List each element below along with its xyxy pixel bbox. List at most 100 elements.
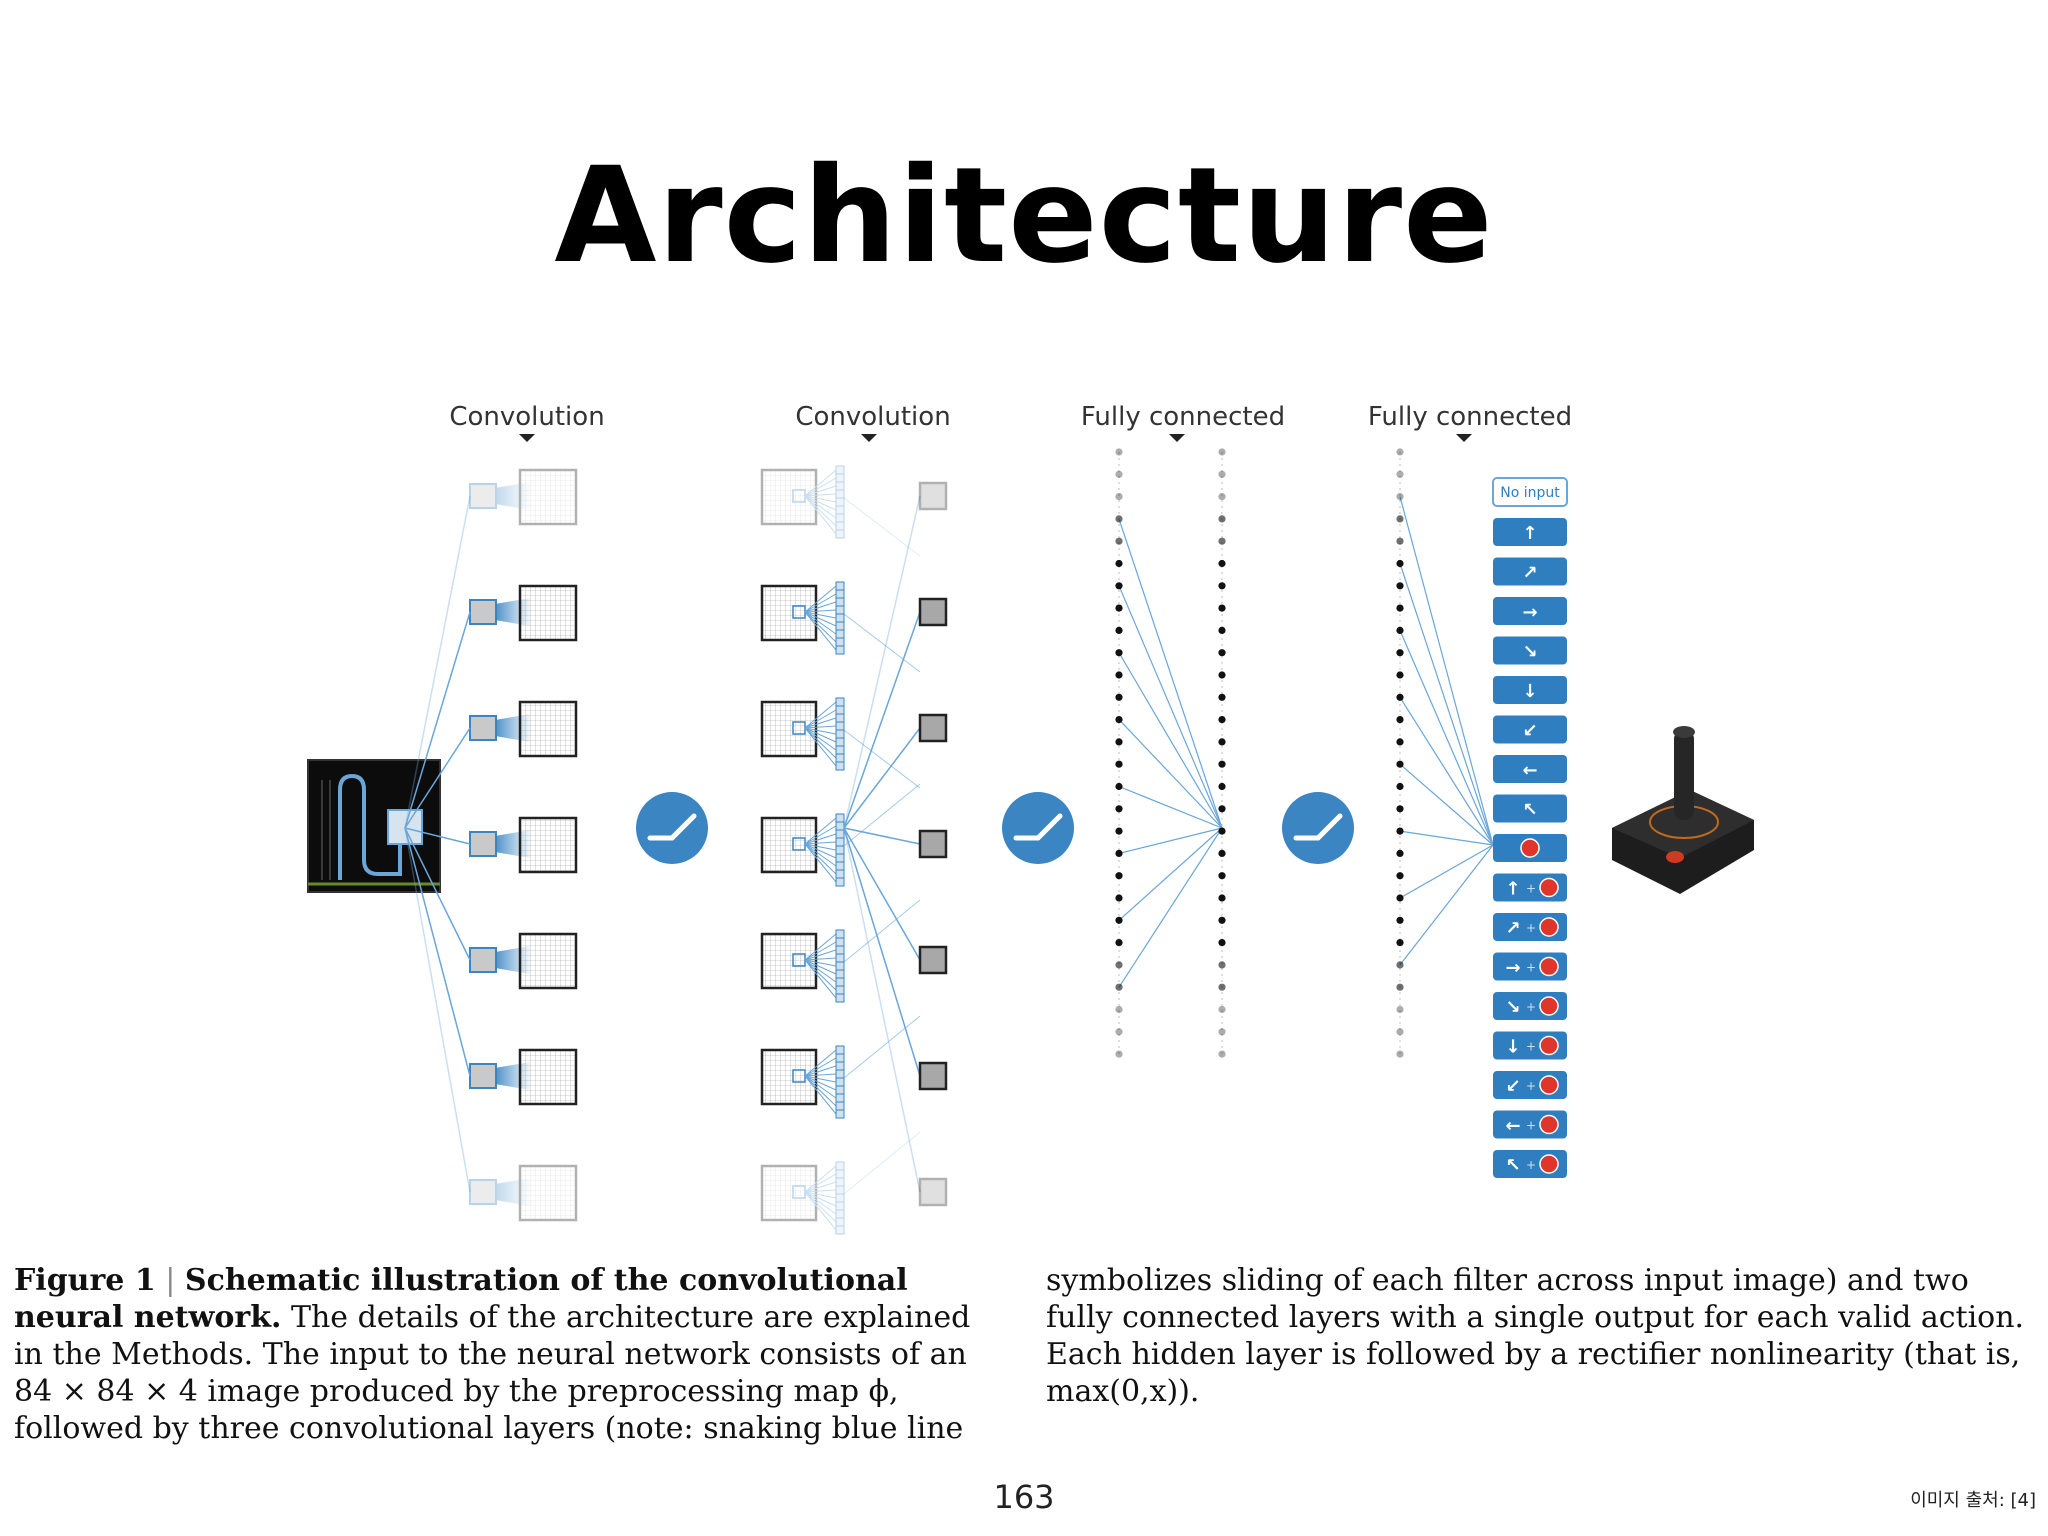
connection-line [804, 841, 837, 845]
unit-square [835, 1217, 845, 1227]
connection-line [804, 611, 837, 619]
connection-line [804, 495, 837, 511]
filter-square [469, 831, 497, 857]
feature-map [760, 584, 818, 642]
relu-icon [1002, 792, 1074, 864]
connection-line [804, 817, 837, 845]
filter-square [469, 1179, 497, 1205]
output-button [1493, 676, 1567, 704]
unit-square [835, 1045, 845, 1055]
fully-connected-connections [1118, 496, 1494, 988]
neuron [1218, 626, 1226, 634]
connection-line [1118, 785, 1223, 829]
unit-square [835, 1109, 845, 1119]
output-action-move-fire: →+ [1493, 952, 1567, 981]
label-pointers [519, 434, 1472, 442]
fire-button-icon [1539, 917, 1559, 937]
unit-square [835, 853, 845, 863]
neuron [1396, 671, 1404, 679]
output-action [1493, 834, 1567, 862]
filter-square [792, 489, 806, 503]
connection-line [804, 1191, 837, 1207]
caption-heading: Schematic illustration of the convolutio… [14, 1263, 908, 1335]
output-no-input-label: No input [1500, 485, 1560, 501]
connection-line [804, 611, 837, 635]
connection-line [804, 485, 837, 497]
feature-map [518, 1164, 578, 1222]
neuron [1115, 782, 1123, 791]
output-action-move-fire: ↓+ [1493, 1031, 1567, 1060]
network-diagram: Convolution Convolution Fully connected … [307, 402, 1754, 1235]
connection-line [804, 843, 837, 867]
caption-figure-number: Figure 1 [14, 1263, 156, 1298]
unit-square [835, 605, 845, 615]
unit-square [835, 969, 845, 979]
layer-label-fc1: Fully connected [1081, 402, 1285, 432]
connection-line [804, 727, 837, 735]
connection-line [804, 949, 837, 961]
arrow-icon: ↙ [1505, 1076, 1520, 1097]
arrow-icon: ↖ [1522, 800, 1537, 821]
unit-square [835, 937, 845, 947]
neuron [1396, 805, 1404, 813]
arrow-icon: → [1522, 602, 1537, 623]
neuron [1396, 872, 1404, 880]
input-game-frame [307, 759, 441, 893]
slide-title: Architecture [554, 139, 1494, 293]
conv2-row [760, 581, 845, 655]
neuron [1396, 738, 1404, 746]
connection-line [804, 959, 837, 991]
connection-line [1399, 763, 1494, 846]
conv1-row [469, 1048, 578, 1106]
neuron [1115, 448, 1123, 456]
connection-line [843, 827, 921, 1077]
neuron [1115, 760, 1123, 768]
conv1-row [469, 816, 578, 874]
output-button [1493, 597, 1567, 625]
conv1-row [469, 932, 578, 990]
unit-square [835, 1201, 845, 1211]
connection-line [804, 477, 837, 497]
connection-line [804, 1189, 837, 1193]
neuron [1218, 1050, 1226, 1058]
conv2-row [760, 1161, 845, 1235]
connection-line [843, 783, 921, 847]
connection-line [1399, 563, 1494, 846]
connection-line [804, 1057, 837, 1077]
neuron [1115, 872, 1123, 880]
connection-line [843, 497, 921, 557]
plus-glyph: + [1526, 921, 1536, 935]
neuron [1218, 760, 1226, 768]
conv2-feature-maps [760, 465, 845, 1235]
neuron [1218, 782, 1226, 791]
arrow-icon: ↘ [1522, 642, 1537, 663]
feature-map [518, 932, 578, 990]
fire-button-icon [1539, 1075, 1559, 1095]
feature-map [760, 468, 818, 526]
connection-line [843, 827, 921, 1193]
connection-line [804, 941, 837, 961]
connection-line [804, 469, 837, 497]
unit-square [835, 953, 845, 963]
filter-square [469, 947, 497, 973]
neuron [1115, 582, 1123, 590]
conv3-unit [918, 829, 948, 859]
conv3-unit [918, 1061, 948, 1091]
conv1-row [469, 1164, 578, 1222]
arrow-icon: ↘ [1505, 997, 1520, 1018]
caption-left-text: The details of the architecture are expl… [14, 1300, 971, 1446]
arrow-icon: ↖ [1505, 1155, 1520, 1176]
unit-square [835, 621, 845, 631]
connection-line [804, 709, 837, 729]
neuron [1218, 537, 1226, 545]
output-action: ↓ [1493, 676, 1567, 704]
output-action: ↙ [1493, 715, 1567, 744]
connection-line [804, 959, 837, 999]
connection-line [804, 609, 837, 613]
connection-line [804, 1165, 837, 1193]
neuron [1218, 1005, 1226, 1014]
unit-square [835, 977, 845, 987]
neuron [1218, 805, 1226, 813]
fire-button-icon [1539, 1035, 1559, 1056]
connection-line [804, 611, 837, 643]
